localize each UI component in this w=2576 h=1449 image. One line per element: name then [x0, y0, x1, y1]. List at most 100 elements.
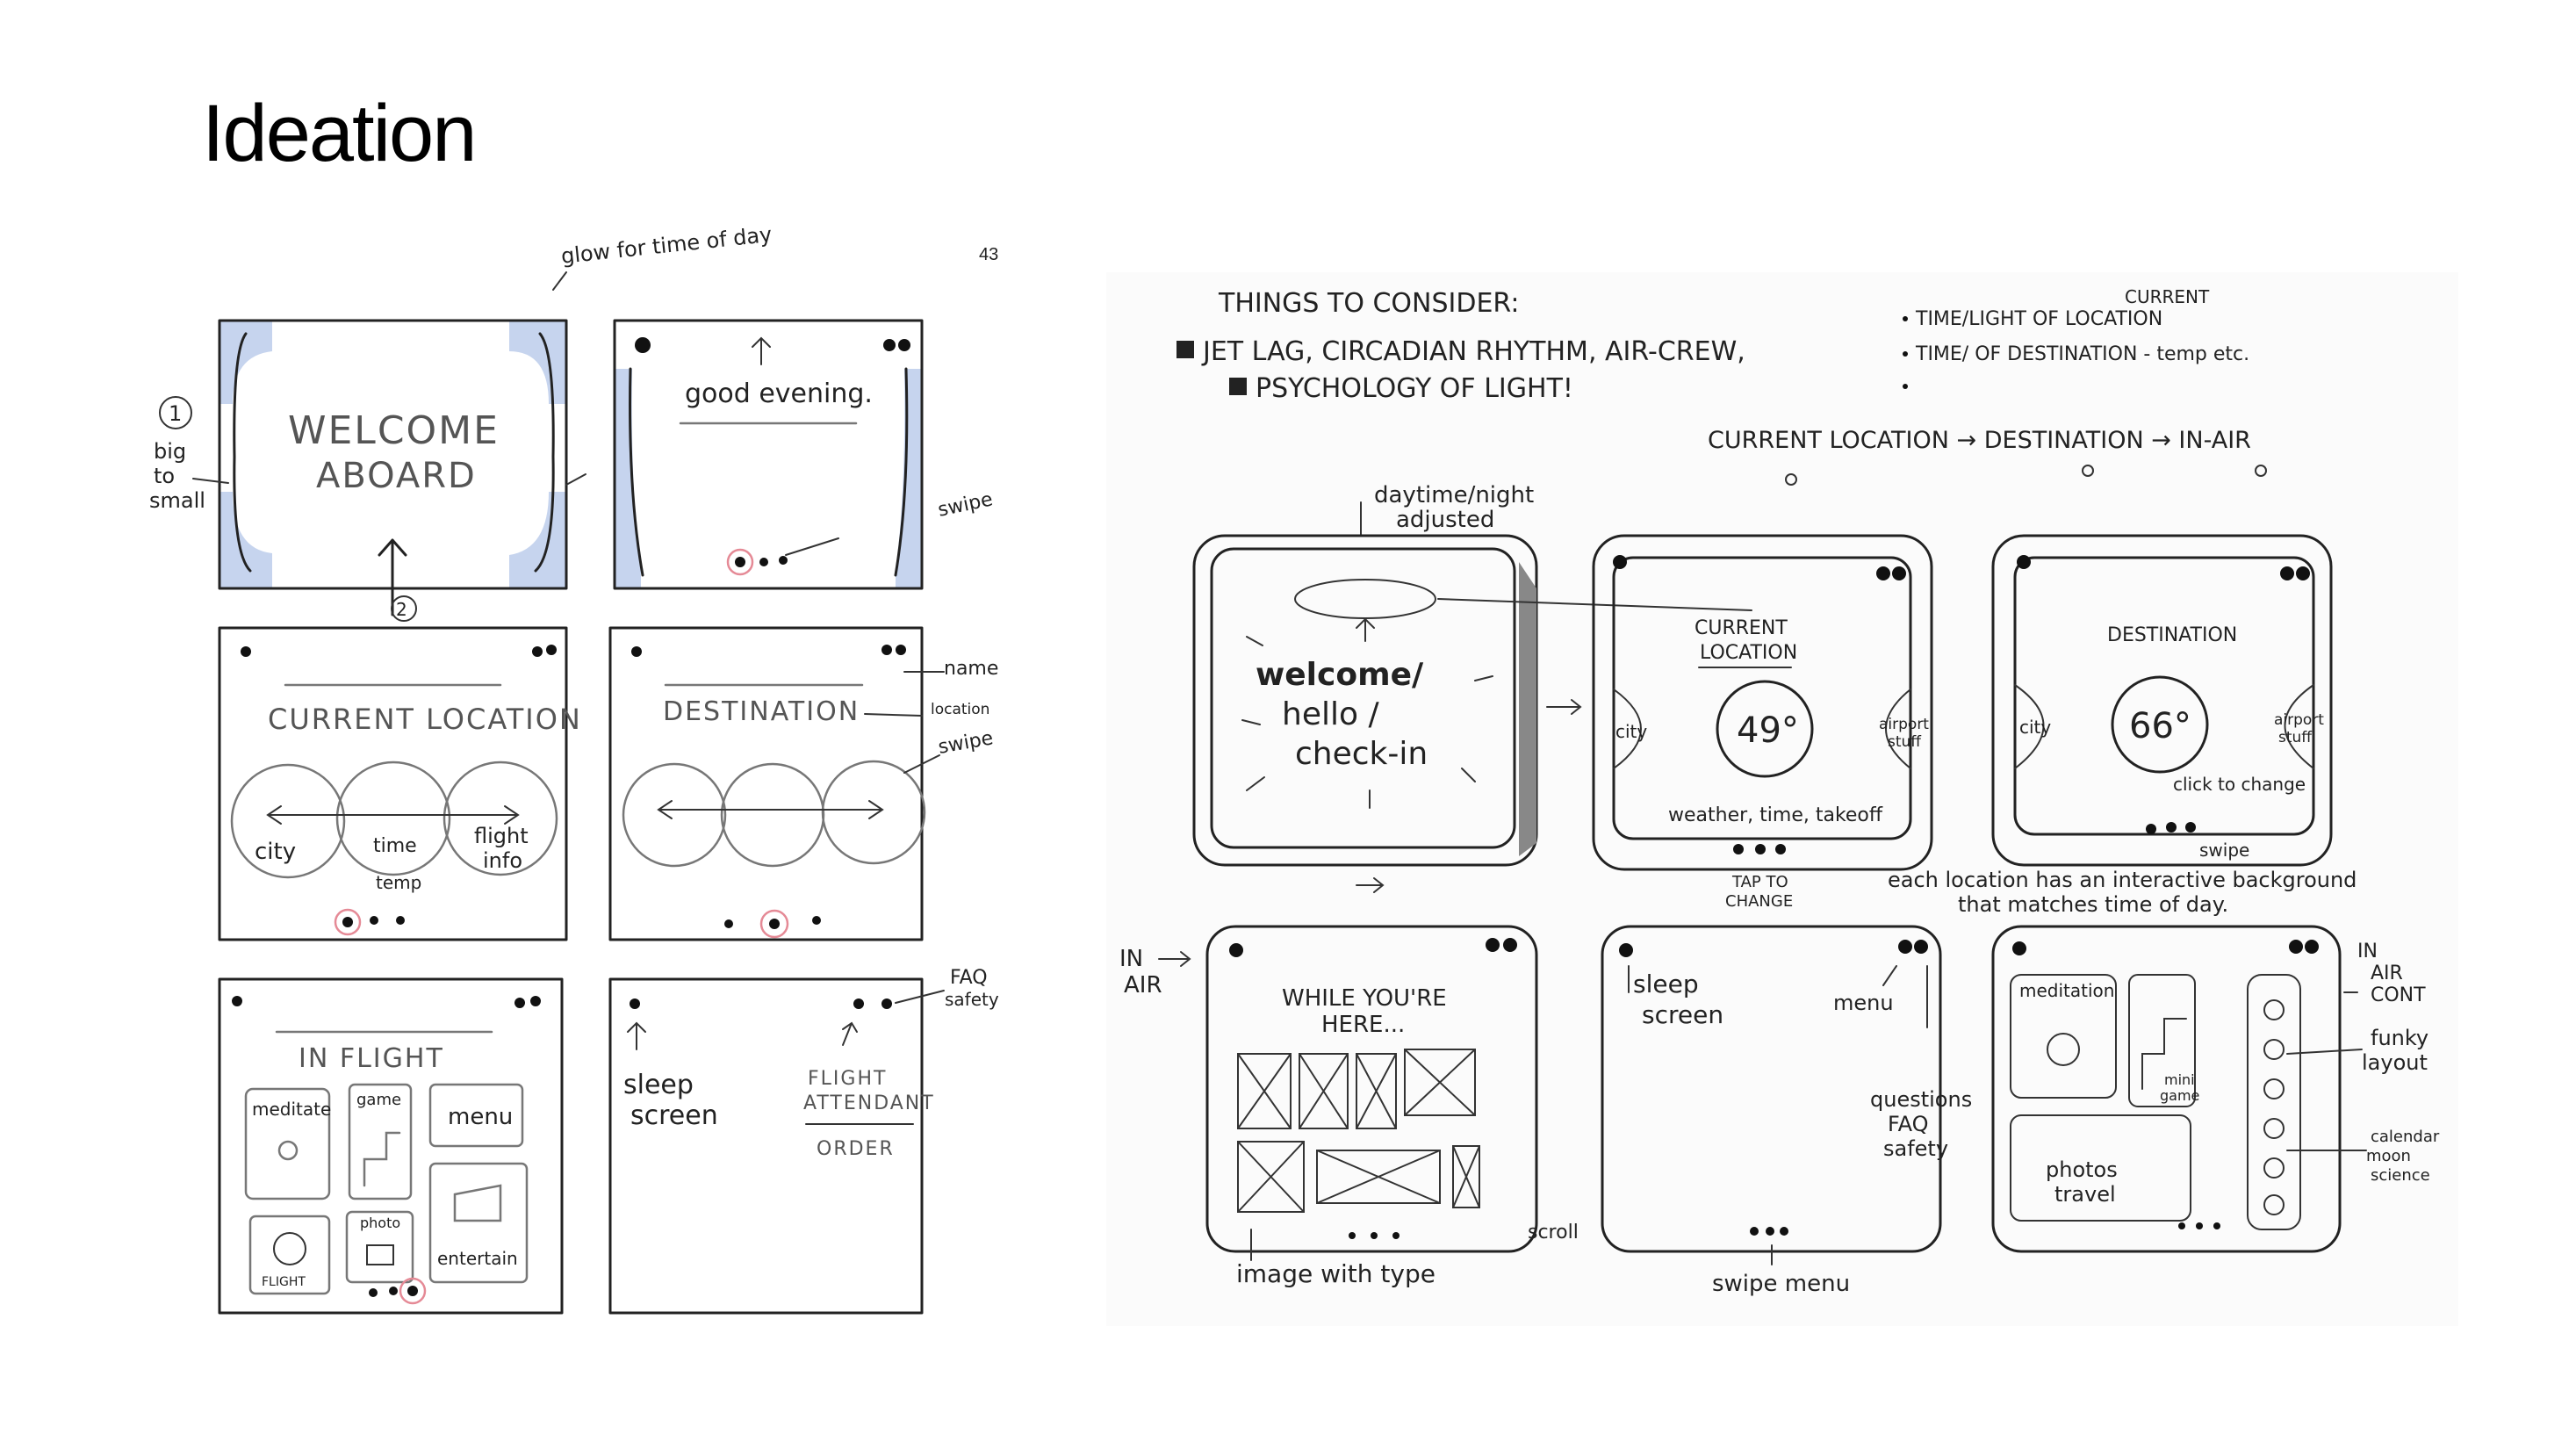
- frame-in-flight: IN FLIGHT meditate game menu FLIGHT phot…: [218, 977, 564, 1315]
- each-location-2: that matches time of day.: [1958, 892, 2228, 917]
- frame-destination: DESTINATION name location swipe: [608, 626, 998, 941]
- stuff-label-2: stuff: [2278, 729, 2313, 746]
- sleep-word: sleep: [623, 1070, 694, 1100]
- flight-attendant-2: ATTENDANT: [803, 1092, 935, 1114]
- left-sketch-drawing: 43 glow for time of day WELCOME ABOARD 2…: [149, 228, 999, 1315]
- flight-attendant-1: FLIGHT: [808, 1068, 887, 1090]
- while-line-1: WHILE YOU'RE: [1282, 985, 1447, 1012]
- welcome-line-1: WELCOME: [288, 408, 500, 453]
- faq-note-2: FAQ: [1888, 1112, 1929, 1136]
- sketch-destination: DESTINATION 66° city airport stuff click…: [1991, 534, 2333, 867]
- air-label: AIR: [1124, 972, 1162, 998]
- scroll-note: scroll: [1528, 1222, 1579, 1244]
- slide-title: Ideation: [202, 89, 477, 178]
- glow-arrow: [552, 271, 567, 291]
- checkin-word: check-in: [1295, 736, 1428, 772]
- consider-line-1: JET LAG, CIRCADIAN RHYTHM, AIR-CREW,: [1201, 336, 1745, 367]
- flow-line: CURRENT LOCATION → DESTINATION → IN-AIR: [1708, 427, 2251, 454]
- name-note: name: [944, 658, 998, 680]
- city-label-3: city: [2019, 717, 2051, 738]
- menu-note: menu: [1833, 991, 1894, 1015]
- in-label: IN: [1119, 946, 1143, 972]
- faq-note: FAQ: [950, 967, 988, 989]
- scribble-2: [1229, 378, 1247, 395]
- in-flight-label: IN FLIGHT: [299, 1043, 444, 1074]
- image-with-type: image with type: [1236, 1259, 1436, 1288]
- questions-note: questions: [1870, 1087, 1972, 1112]
- stuff-label: stuff: [1888, 733, 1922, 751]
- right-sketch-drawing: THINGS TO CONSIDER: JET LAG, CIRCADIAN R…: [1119, 286, 2440, 1297]
- bullet-1: TIME/LIGHT OF LOCATION: [1915, 308, 2162, 330]
- bullet-2: TIME/ OF DESTINATION - temp etc.: [1915, 343, 2249, 365]
- welcome-word: welcome/: [1256, 657, 1424, 693]
- airport-label: airport: [1879, 716, 1929, 733]
- location-note: location: [931, 701, 989, 718]
- meditation-label: meditation: [2019, 980, 2114, 1001]
- swipe-note: swipe: [936, 488, 995, 522]
- game-label-2: game: [2160, 1087, 2199, 1104]
- daytime-night: daytime/night: [1374, 482, 1534, 508]
- side-arrow-left: [192, 478, 229, 484]
- frame-current-location: CURRENT LOCATION city time temp flight i…: [218, 626, 582, 941]
- left-sketch-page: 43 glow for time of day WELCOME ABOARD 2…: [149, 228, 1018, 1326]
- destination-temp: 66°: [2129, 706, 2191, 746]
- device-frame-while-here: [1205, 925, 1538, 1253]
- welcome-line-2: ABOARD: [316, 456, 477, 496]
- current-location-label: CURRENT LOCATION: [268, 703, 582, 736]
- entertain-label: entertain: [437, 1248, 518, 1269]
- frame-welcome: WELCOME ABOARD 2 1 big to small: [149, 319, 586, 622]
- screen-word: screen: [630, 1100, 718, 1131]
- good-evening-text: good evening.: [685, 378, 873, 409]
- side-arrow-right: [565, 473, 586, 486]
- sketch-sleep-screen: sleep screen menu questions FAQ safety s…: [1601, 925, 1972, 1297]
- swipe-arrow: [785, 537, 839, 556]
- flight-info-1: flight: [474, 824, 529, 848]
- cont-label: CONT: [2371, 984, 2426, 1006]
- sketch-current-location: CURRENT LOCATION 49° city airport stuff …: [1592, 534, 1933, 911]
- airport-label-2: airport: [2274, 711, 2324, 729]
- city-label: city: [255, 839, 296, 865]
- sketch-welcome: daytime/night adjusted welcome/ hello / …: [1192, 482, 1752, 893]
- destination-label: DESTINATION: [663, 696, 860, 727]
- scribble-1: [1176, 341, 1194, 358]
- to-label: to: [154, 464, 175, 488]
- hello-word: hello /: [1282, 696, 1379, 732]
- location-label: LOCATION: [1700, 642, 1797, 664]
- calendar-label: calendar: [2371, 1128, 2440, 1146]
- consider-line-2: PSYCHOLOGY OF LIGHT!: [1256, 373, 1573, 404]
- small-label: small: [149, 488, 205, 513]
- swipe-note-2: swipe: [937, 727, 995, 759]
- tap-to: TAP TO: [1731, 873, 1788, 891]
- photo-label: photo: [360, 1215, 400, 1231]
- swipe-menu: swipe menu: [1712, 1271, 1850, 1297]
- layout-label: layout: [2362, 1050, 2428, 1075]
- safety-note-2: safety: [1883, 1136, 1948, 1161]
- order-label: ORDER: [817, 1138, 895, 1160]
- time-label: time: [373, 835, 417, 857]
- device-frame-in-air: [1991, 925, 2342, 1253]
- flight-info-2: info: [483, 848, 522, 873]
- bullet-1-note: CURRENT: [2125, 286, 2210, 307]
- moon-label: moon: [2366, 1147, 2411, 1165]
- destination-label-2: DESTINATION: [2107, 624, 2237, 646]
- travel-label: travel: [2054, 1182, 2116, 1207]
- current-temp: 49°: [1737, 710, 1799, 751]
- sketch-in-air-cont: meditation mini game photos travel IN AI…: [1991, 925, 2440, 1253]
- temp-label: temp: [376, 872, 421, 893]
- glow-note: glow for time of day: [560, 228, 774, 269]
- step-2-label: 2: [396, 599, 407, 620]
- sketch-while-here: IN AIR WHILE YOU'RE HERE... scroll image…: [1119, 925, 1579, 1288]
- sleep-word-2: sleep: [1633, 970, 1699, 998]
- flight-stamp-label: FLIGHT: [262, 1275, 306, 1289]
- step-1-label: 1: [169, 401, 182, 426]
- funky-label: funky: [2371, 1026, 2428, 1050]
- while-line-2: HERE...: [1321, 1012, 1405, 1038]
- consider-title: THINGS TO CONSIDER:: [1218, 288, 1519, 319]
- frame-good-evening: good evening. swipe: [613, 319, 995, 590]
- current-label: CURRENT: [1695, 617, 1788, 639]
- photos-label: photos: [2046, 1157, 2118, 1182]
- mini-label: mini: [2164, 1071, 2195, 1088]
- safety-note: safety: [945, 989, 999, 1010]
- city-label-2: city: [1615, 721, 1647, 742]
- right-sketch-page: THINGS TO CONSIDER: JET LAG, CIRCADIAN R…: [1106, 272, 2458, 1326]
